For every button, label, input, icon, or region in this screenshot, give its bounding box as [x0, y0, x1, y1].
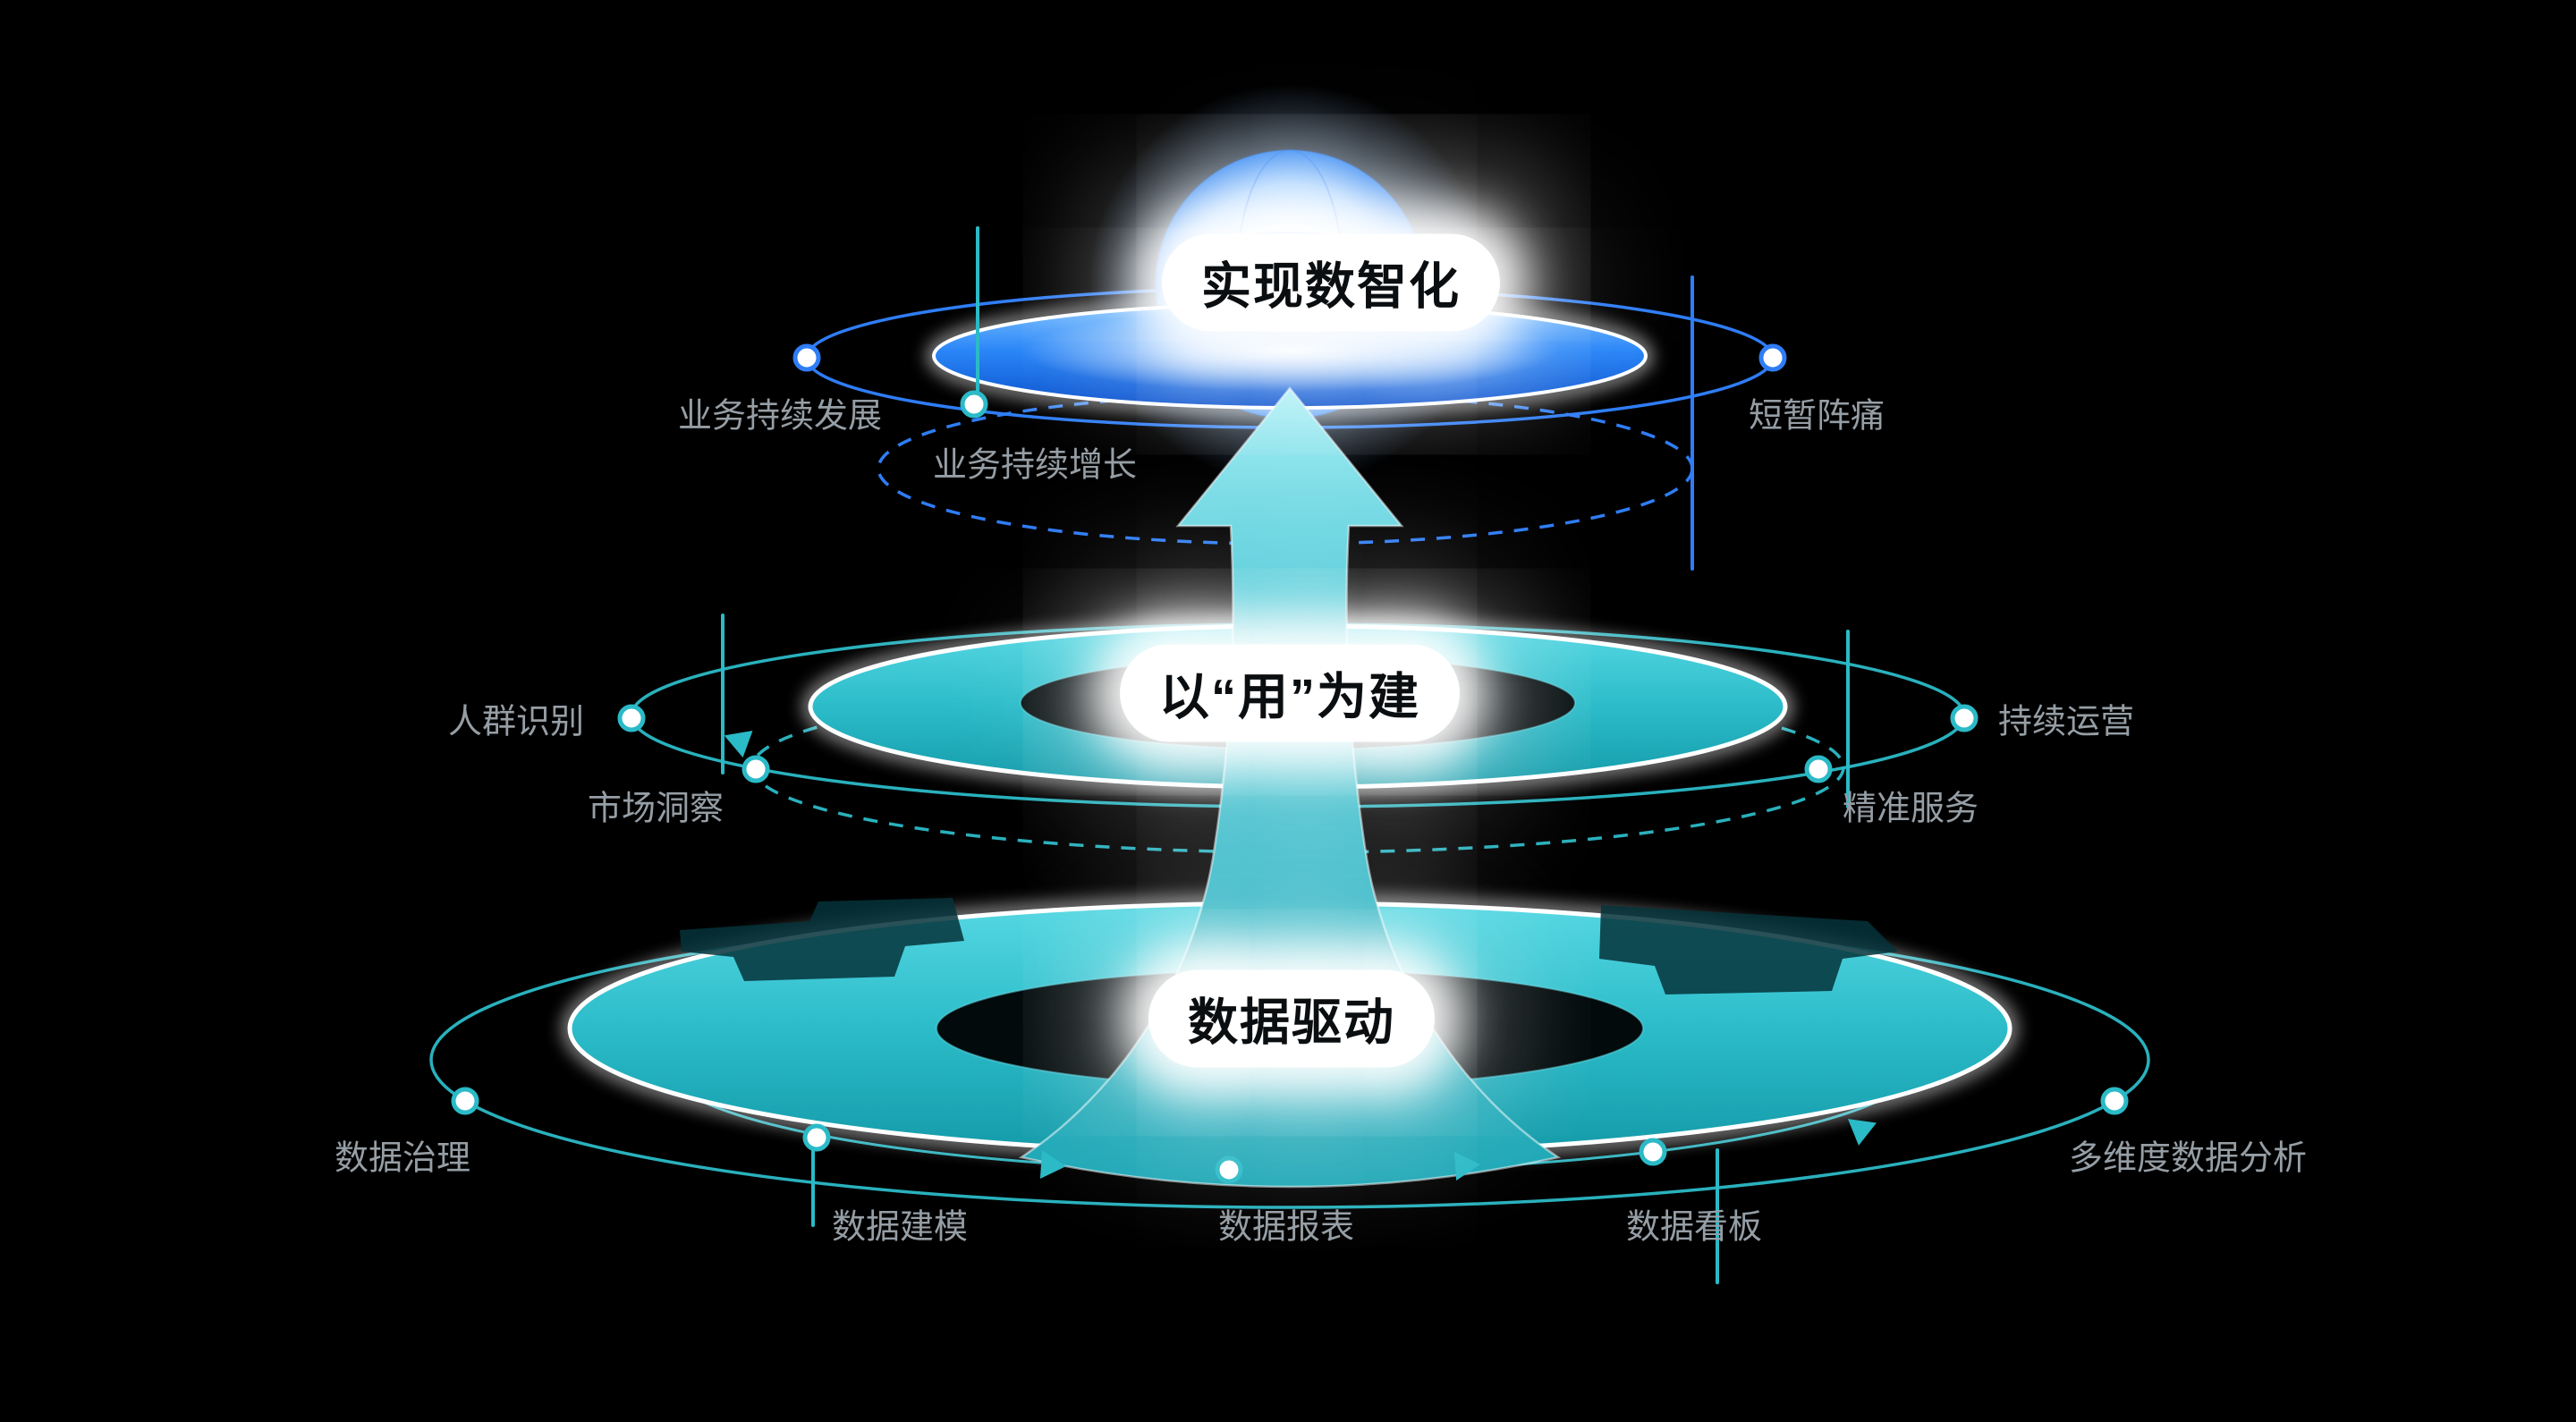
node-dot — [960, 390, 988, 419]
flow-arrow-icon — [1453, 1152, 1480, 1181]
connector-lines — [721, 226, 1850, 1402]
growth-arrow — [1018, 386, 1562, 1189]
flow-arrow-icon — [724, 730, 753, 758]
node-dot — [2100, 1087, 2129, 1115]
node-dot — [1950, 704, 1979, 732]
node-dot — [617, 704, 646, 732]
label-data-report: 数据报表 — [1217, 1208, 1355, 1247]
node-dot — [451, 1087, 479, 1115]
label-continuous-operation: 持续运营 — [1997, 703, 2135, 741]
label-business-continuous-growth: 业务持续增长 — [932, 446, 1138, 485]
label-data-governance: 数据治理 — [334, 1139, 471, 1178]
flow-arrow-icon — [1039, 1150, 1066, 1179]
label-data-modeling: 数据建模 — [831, 1208, 969, 1247]
title-bottom-level: 数据驱动 — [1148, 969, 1435, 1068]
label-business-continuous-development: 业务持续发展 — [677, 397, 883, 436]
label-short-pain: 短暂阵痛 — [1748, 397, 1885, 436]
label-precise-service: 精准服务 — [1842, 790, 1979, 828]
label-multi-dimensional-analysis: 多维度数据分析 — [2068, 1139, 2308, 1178]
circuit-decoration-left — [680, 898, 964, 981]
flow-arrow-icon — [1848, 1119, 1877, 1146]
node-dot — [1639, 1138, 1667, 1166]
title-top-level: 实现数智化 — [1162, 233, 1500, 332]
circuit-decoration-right — [1599, 905, 1898, 995]
flow-arrowheads — [724, 730, 1877, 1181]
title-middle-level: 以“用”为建 — [1120, 644, 1460, 742]
node-dot — [802, 1123, 831, 1152]
node-dot — [1758, 343, 1787, 372]
ring-nodes — [451, 343, 2129, 1184]
node-dot — [1215, 1155, 1243, 1184]
node-dot — [792, 343, 821, 372]
node-dot — [741, 755, 770, 783]
label-market-insight: 市场洞察 — [587, 790, 724, 828]
label-data-dashboard: 数据看板 — [1625, 1208, 1763, 1247]
node-dot — [1804, 755, 1833, 783]
label-crowd-recognition: 人群识别 — [447, 703, 585, 741]
